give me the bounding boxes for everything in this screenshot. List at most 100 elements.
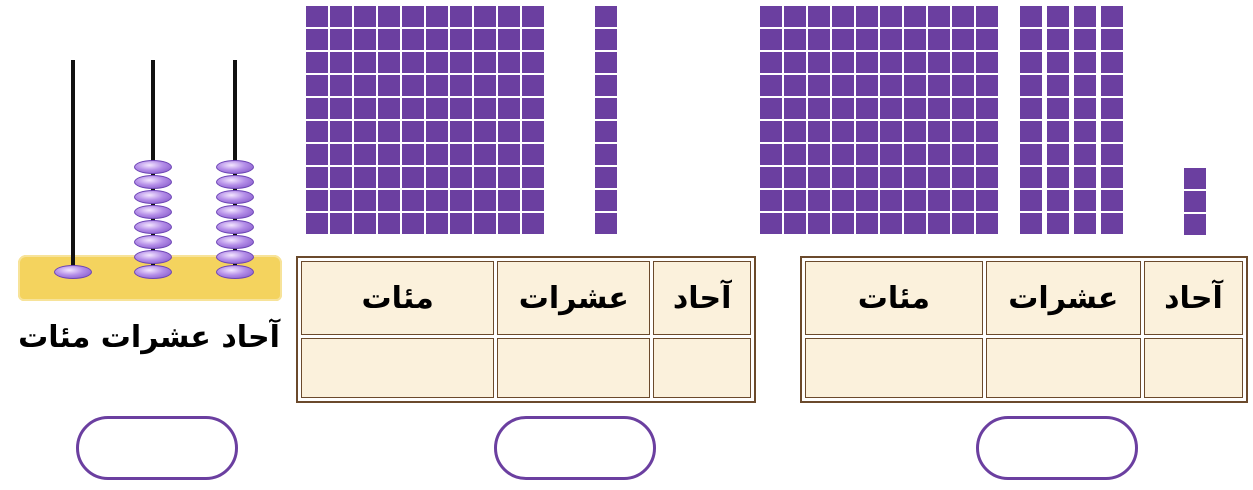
block-cell: [760, 213, 782, 234]
block-cell: [808, 121, 830, 142]
block-cell: [880, 52, 902, 73]
block-cell: [904, 213, 926, 234]
hundred-flat-block: [306, 6, 544, 234]
answer-cell-tens[interactable]: [497, 338, 651, 398]
abacus-bead: [134, 250, 172, 264]
block-cell: [1047, 29, 1069, 50]
answer-cell-hundreds[interactable]: [805, 338, 983, 398]
block-cell: [952, 213, 974, 234]
block-cell: [832, 6, 854, 27]
block-cell: [426, 98, 448, 119]
block-cell: [1074, 52, 1096, 73]
block-cell: [880, 75, 902, 96]
header-tens: عشرات: [497, 261, 651, 335]
block-cell: [1101, 6, 1123, 27]
block-cell: [330, 167, 352, 188]
block-cell: [976, 52, 998, 73]
block-cell: [330, 121, 352, 142]
abacus-bead: [216, 175, 254, 189]
block-cell: [1184, 168, 1206, 189]
block-cell: [1020, 144, 1042, 165]
block-cell: [880, 167, 902, 188]
block-cell: [928, 29, 950, 50]
block-cell: [378, 213, 400, 234]
abacus-bead: [134, 205, 172, 219]
block-cell: [856, 167, 878, 188]
block-cell: [450, 52, 472, 73]
block-cell: [474, 144, 496, 165]
block-cell: [760, 29, 782, 50]
block-cell: [1047, 52, 1069, 73]
block-cell: [378, 167, 400, 188]
block-cell: [1047, 144, 1069, 165]
hundred-flat-block: [760, 6, 998, 234]
answer-cell-tens[interactable]: [985, 338, 1141, 398]
block-cell: [904, 6, 926, 27]
answer-cell-ones[interactable]: [1143, 338, 1243, 398]
block-cell: [856, 75, 878, 96]
block-cell: [1101, 144, 1123, 165]
block-cell: [378, 98, 400, 119]
block-cell: [450, 29, 472, 50]
abacus-bead: [216, 205, 254, 219]
header-ones: آحاد: [1143, 261, 1243, 335]
block-cell: [306, 144, 328, 165]
ten-rod-block: [1101, 6, 1123, 234]
block-cell: [330, 75, 352, 96]
block-cell: [832, 98, 854, 119]
block-cell: [952, 52, 974, 73]
answer-box[interactable]: [976, 416, 1138, 480]
answer-box[interactable]: [494, 416, 656, 480]
answer-box-abacus[interactable]: [76, 416, 238, 480]
block-cell: [952, 75, 974, 96]
block-cell: [976, 75, 998, 96]
block-cell: [976, 121, 998, 142]
block-cell: [760, 121, 782, 142]
block-cell: [928, 6, 950, 27]
block-cell: [1074, 29, 1096, 50]
block-cell: [402, 52, 424, 73]
block-cell: [808, 98, 830, 119]
block-cell: [928, 52, 950, 73]
answer-cell-ones[interactable]: [653, 338, 751, 398]
block-cell: [595, 29, 617, 50]
answer-cell-hundreds[interactable]: [301, 338, 495, 398]
block-cell: [880, 29, 902, 50]
block-cell: [808, 29, 830, 50]
block-cell: [450, 213, 472, 234]
block-cell: [595, 121, 617, 142]
block-cell: [354, 213, 376, 234]
block-cell: [952, 98, 974, 119]
block-cell: [522, 213, 544, 234]
block-cell: [522, 167, 544, 188]
abacus-bead: [134, 160, 172, 174]
block-cell: [976, 144, 998, 165]
block-cell: [1047, 6, 1069, 27]
block-cell: [595, 167, 617, 188]
block-cell: [784, 98, 806, 119]
block-cell: [378, 144, 400, 165]
block-cell: [522, 75, 544, 96]
block-cell: [832, 75, 854, 96]
block-cell: [976, 29, 998, 50]
block-cell: [354, 98, 376, 119]
block-cell: [426, 190, 448, 211]
block-cell: [354, 167, 376, 188]
ten-rod-block: [1074, 6, 1096, 234]
block-cell: [402, 144, 424, 165]
block-cell: [522, 98, 544, 119]
ten-rod-block: [1020, 6, 1042, 234]
abacus-bead: [216, 220, 254, 234]
block-cell: [784, 52, 806, 73]
block-cell: [832, 213, 854, 234]
block-cell: [904, 98, 926, 119]
block-cell: [474, 98, 496, 119]
abacus-bead: [216, 235, 254, 249]
block-cell: [522, 144, 544, 165]
block-cell: [1020, 121, 1042, 142]
block-cell: [904, 29, 926, 50]
block-cell: [880, 213, 902, 234]
block-cell: [1101, 167, 1123, 188]
block-cell: [330, 52, 352, 73]
block-cell: [760, 98, 782, 119]
